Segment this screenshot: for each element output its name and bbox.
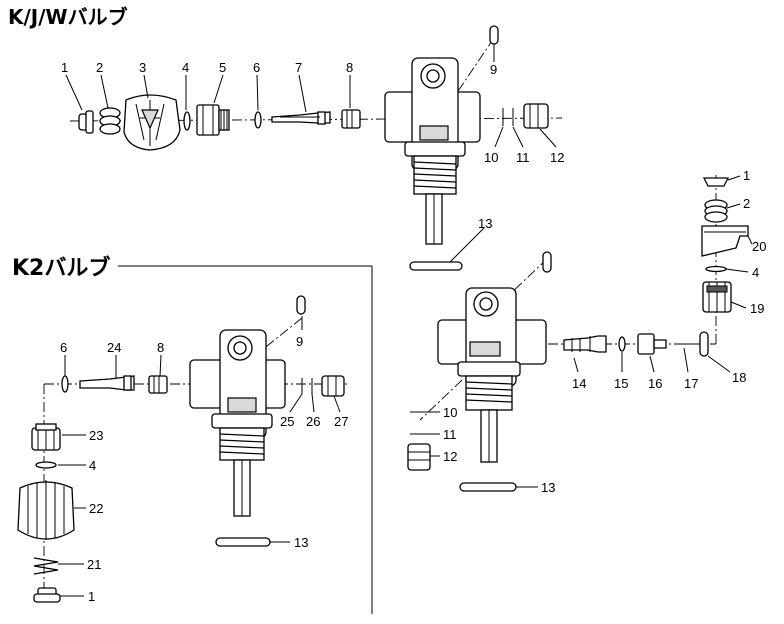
k2-part-22-handwheel [17, 480, 75, 540]
k2-part-8-seat-holder [148, 375, 168, 394]
kjw-part-8-seat-holder [341, 109, 361, 129]
k2-part-21-spring [33, 557, 59, 575]
side-top-o-ring [542, 251, 552, 273]
side-valve-assembly: 1 2 20 4 19 14 15 16 17 18 10 11 12 13 [407, 168, 766, 495]
side-label-13: 13 [541, 480, 555, 495]
kjw-label-2: 2 [96, 60, 103, 75]
side-part-4-o-ring [705, 265, 727, 273]
side-label-18: 18 [732, 370, 746, 385]
side-label-16: 16 [648, 376, 662, 391]
kjw-part-9-o-ring [489, 25, 499, 45]
k2-part-9-o-ring [296, 295, 306, 315]
side-label-1: 1 [743, 168, 750, 183]
kjw-label-6: 6 [253, 60, 260, 75]
k2-part-23-gland-nut [31, 423, 61, 451]
k2-label-8: 8 [157, 340, 164, 355]
k2-label-26: 26 [306, 414, 320, 429]
kjw-valve-assembly: 1 2 3 4 5 6 7 8 9 10 11 12 13 [61, 25, 564, 271]
side-part-16-seat-holder [637, 333, 667, 355]
kjw-label-4: 4 [182, 60, 189, 75]
side-part-13-o-ring [459, 482, 517, 492]
kjw-label-3: 3 [139, 60, 146, 75]
k2-valve-assembly: 6 24 8 9 25 26 27 23 4 22 21 1 13 [17, 295, 350, 604]
k2-label-27: 27 [334, 414, 348, 429]
k2-label-1: 1 [88, 589, 95, 604]
kjw-part-13-o-ring [409, 261, 463, 271]
k2-label-22: 22 [89, 501, 103, 516]
k2-part-13-o-ring [215, 537, 271, 547]
k2-part-24-spindle [79, 375, 135, 391]
side-valve-body [437, 287, 547, 463]
side-part-12-plug [407, 443, 431, 471]
k2-part-1-cap [33, 587, 61, 603]
k2-valve-title: K2バルブ [12, 258, 115, 280]
side-label-19: 19 [750, 301, 764, 316]
kjw-label-1: 1 [61, 60, 68, 75]
k2-leader-lines [58, 316, 341, 597]
side-part-14-spindle [563, 335, 607, 353]
kjw-label-5: 5 [219, 60, 226, 75]
side-label-11: 11 [443, 427, 457, 442]
k2-label-6: 6 [60, 340, 67, 355]
k2-label-24: 24 [107, 340, 121, 355]
side-label-12: 12 [443, 449, 457, 464]
kjw-part-1-cap [78, 110, 94, 134]
kjw-part-4-o-ring [183, 111, 191, 131]
side-part-19-gland-nut [702, 281, 732, 313]
kjw-label-10: 10 [484, 150, 498, 165]
kjw-label-13: 13 [478, 216, 492, 231]
k2-label-13: 13 [294, 535, 308, 550]
side-label-17: 17 [684, 376, 698, 391]
k2-part-6-washer [61, 375, 69, 393]
kjw-leader-lines [65, 44, 557, 263]
side-part-2-spring [704, 199, 728, 223]
kjw-label-11: 11 [516, 150, 530, 165]
k2-label-23: 23 [89, 428, 103, 443]
side-part-20-lever-handle [701, 225, 749, 257]
k2-section-frame [118, 265, 373, 614]
side-label-20: 20 [752, 239, 766, 254]
kjw-label-12: 12 [550, 150, 564, 165]
side-label-14: 14 [572, 376, 586, 391]
k2-label-21: 21 [87, 557, 101, 572]
kjw-label-8: 8 [346, 60, 353, 75]
kjw-part-7-spindle [271, 111, 331, 125]
side-label-15: 15 [614, 376, 628, 391]
kjw-valve-title: K/J/Wバルブ [8, 5, 128, 29]
kjw-part-12-plug [523, 103, 549, 129]
k2-part-4-o-ring [35, 461, 57, 469]
k2-label-25: 25 [280, 414, 294, 429]
kjw-part-2-spring [99, 107, 121, 135]
kjw-valve-body [384, 57, 481, 245]
k2-label-4: 4 [89, 458, 96, 473]
side-label-4: 4 [752, 265, 759, 280]
kjw-part-6-washer [254, 111, 262, 129]
side-label-2: 2 [743, 196, 750, 211]
kjw-label-7: 7 [295, 60, 302, 75]
side-label-10: 10 [443, 405, 457, 420]
side-leader-lines [430, 175, 753, 488]
side-part-18-o-ring [699, 331, 709, 357]
k2-label-9: 9 [296, 334, 303, 349]
kjw-label-9: 9 [490, 62, 497, 77]
kjw-part-5-gland-nut [196, 104, 230, 136]
k2-valve-body [189, 329, 286, 517]
kjw-part-3-handwheel [123, 94, 181, 151]
k2-part-27-plug [321, 375, 345, 397]
side-part-1-cap [702, 177, 730, 187]
side-part-15-o-ring [618, 336, 626, 352]
